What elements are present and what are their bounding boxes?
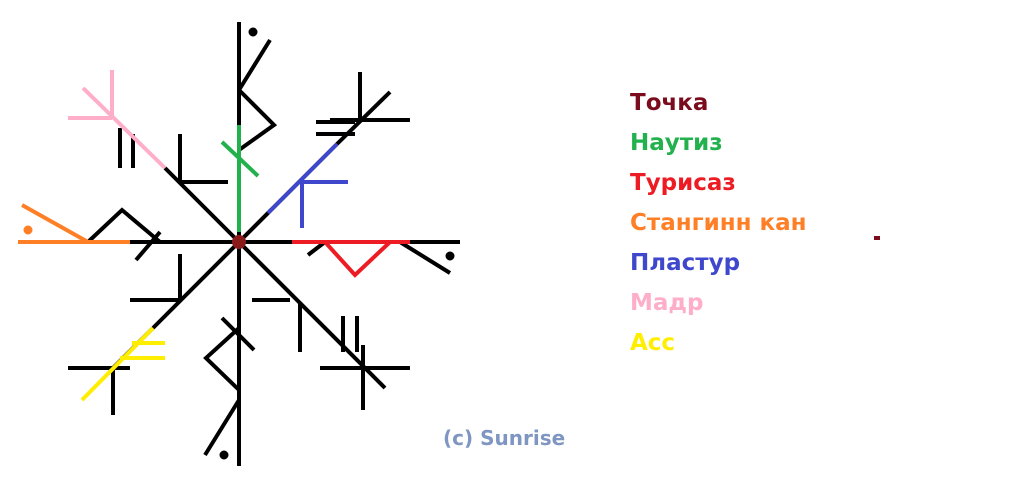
axis-diagonal-ul [163, 166, 241, 244]
legend-item: Турисаз [630, 170, 736, 196]
rune-stroke [203, 326, 241, 392]
plastur-stroke [266, 142, 339, 215]
rune-dot [23, 225, 33, 235]
legend-item: Пластур [630, 250, 741, 276]
legend-item: Мадр [630, 290, 704, 316]
legend-item: Стангинн кан [630, 210, 807, 236]
stanginn-kan-stroke [21, 203, 89, 244]
rune-stroke [86, 207, 162, 244]
rune-stroke [237, 88, 278, 152]
axis-diagonal-dl [151, 240, 241, 330]
rune-dot [219, 450, 229, 460]
legend-item: Точка [630, 90, 709, 116]
rune-stroke [237, 38, 272, 92]
madr-stroke [81, 86, 167, 170]
ass-stroke [80, 326, 155, 402]
rune-stroke [134, 230, 162, 262]
rune-stroke [220, 316, 256, 352]
center-point [232, 235, 246, 249]
legend-item: Асс [630, 330, 676, 356]
turisaz-stroke [323, 240, 392, 278]
rune-dot [445, 251, 455, 261]
nautiz-stroke [220, 140, 260, 178]
axis-diagonal-dr [237, 240, 387, 390]
credit-text: (c) Sunrise [443, 426, 566, 450]
legend-item: Наутиз [630, 130, 723, 156]
rune-dot [248, 27, 258, 37]
rune-stroke [306, 240, 327, 257]
rune-stroke [398, 240, 452, 275]
rune-stroke [203, 398, 241, 457]
stray-mark [874, 236, 880, 240]
